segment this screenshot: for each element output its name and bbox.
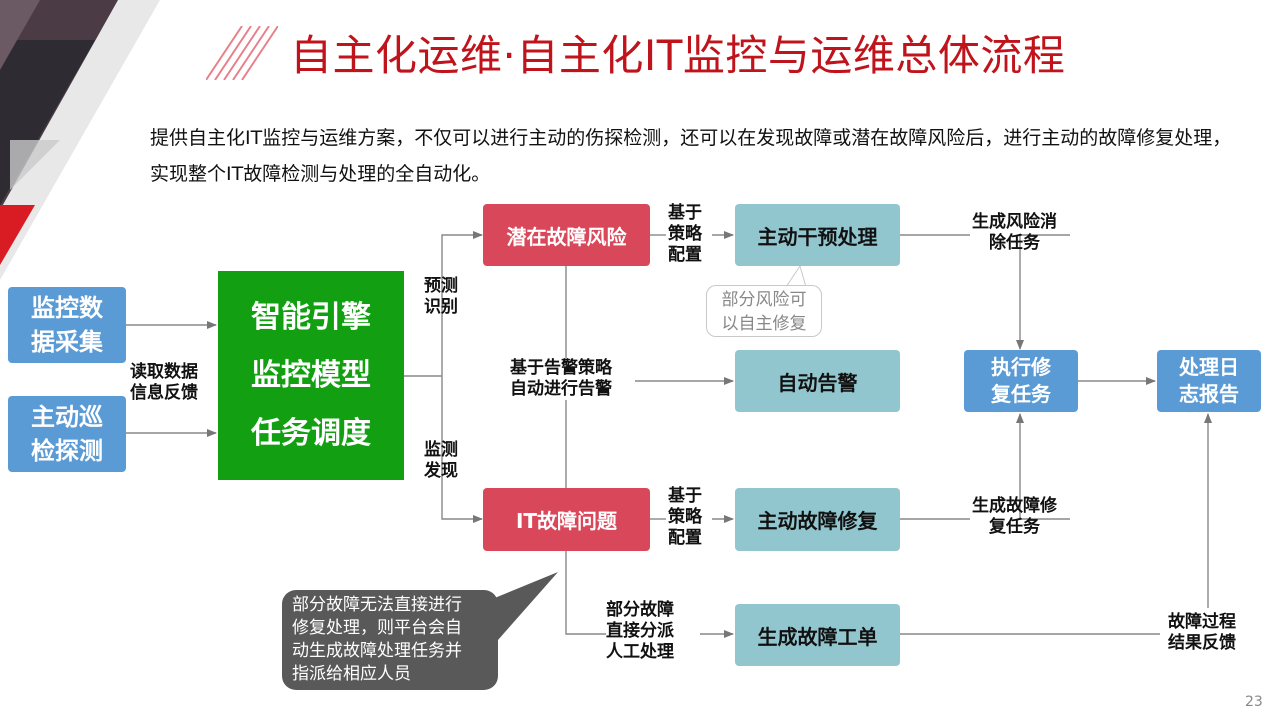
fault-policy-line1: 基于 [668,486,702,506]
fault-task-label: 生成故障修 复任务 [972,496,1057,538]
log-report-box: 处理日 志报告 [1157,350,1261,412]
engine-line2: 监控模型 [251,357,371,393]
log-report-line1: 处理日 [1179,355,1239,379]
fault-task-line1: 生成故障修 [972,496,1057,516]
smart-engine-box: 智能引擎 监控模型 任务调度 [218,271,404,480]
active-intervention-box: 主动干预处理 [735,204,900,266]
fault-task-line2: 复任务 [989,517,1040,537]
it-fault-problem-box: IT故障问题 [483,488,650,551]
alarm-policy-label: 基于告警策略 自动进行告警 [510,358,612,400]
fault-callout-line2: 修复处理，则平台会自 [292,618,462,638]
monitor-label-line2: 发现 [424,461,458,481]
alarm-policy-line1: 基于告警策略 [510,358,612,378]
feedback-label-line2: 信息反馈 [130,383,198,403]
predict-identify-label: 预测 识别 [424,276,458,318]
fault-callout-line1: 部分故障无法直接进行 [292,595,462,615]
monitor-discover-label: 监测 发现 [424,440,458,482]
manual-dispatch-label: 部分故障 直接分派 人工处理 [606,600,674,663]
page-title: 自主化运维·自主化IT监控与运维总体流程 [290,31,1066,80]
manual-label-line2: 直接分派 [606,621,674,641]
log-report-line2: 志报告 [1179,382,1239,406]
fault-policy-line2: 策略 [668,507,702,527]
fault-callout-line3: 动生成故障处理任务并 [292,641,462,661]
page-number: 23 [1245,694,1263,710]
engine-line3: 任务调度 [251,415,371,451]
monitor-data-collect-box: 监控数 据采集 [8,287,126,363]
predict-label-line1: 预测 [424,276,458,296]
corner-decoration [0,0,160,280]
predict-label-line2: 识别 [424,297,458,317]
risk-policy-config-label: 基于 策略 配置 [668,203,702,266]
risk-task-label: 生成风险消 除任务 [972,212,1057,254]
active-patrol-line1: 主动巡 [31,403,103,431]
fault-policy-line3: 配置 [668,528,702,548]
active-fault-repair-box: 主动故障修复 [735,488,900,551]
result-feedback-line2: 结果反馈 [1168,633,1236,653]
fault-policy-config-label: 基于 策略 配置 [668,486,702,549]
feedback-label-line1: 读取数据 [130,362,198,382]
risk-task-line2: 除任务 [989,233,1040,253]
risk-callout-line2: 以自主修复 [721,314,807,334]
active-patrol-line2: 检探测 [31,437,103,465]
fault-dispatch-callout: 部分故障无法直接进行 修复处理，则平台会自 动生成故障处理任务并 指派给相应人员 [282,590,498,690]
fault-ticket-box: 生成故障工单 [735,604,900,666]
read-data-feedback-label: 读取数据 信息反馈 [130,362,198,404]
manual-label-line1: 部分故障 [606,600,674,620]
engine-line1: 智能引擎 [251,299,371,335]
execute-line2: 复任务 [991,382,1051,406]
intro-text: 提供自主化IT监控与运维方案，不仅可以进行主动的伤探检测，还可以在发现故障或潜在… [150,127,1232,185]
risk-callout-line1: 部分风险可 [721,290,807,310]
execute-repair-task-box: 执行修 复任务 [964,350,1078,412]
risk-policy-line1: 基于 [668,203,702,223]
monitor-data-collect-line2: 据采集 [31,328,103,356]
alarm-policy-line2: 自动进行告警 [510,379,612,399]
risk-task-line1: 生成风险消 [972,212,1057,232]
title-stripes-decoration [206,26,278,80]
manual-label-line3: 人工处理 [606,642,674,662]
risk-policy-line3: 配置 [668,245,702,265]
monitor-data-collect-line1: 监控数 [31,294,103,322]
fault-callout-line4: 指派给相应人员 [292,664,411,684]
potential-fault-risk-box: 潜在故障风险 [483,204,650,266]
result-feedback-line1: 故障过程 [1168,612,1236,632]
risk-policy-line2: 策略 [668,224,702,244]
result-feedback-label: 故障过程 结果反馈 [1168,612,1236,654]
risk-self-repair-callout: 部分风险可 以自主修复 [706,285,822,337]
monitor-label-line1: 监测 [424,440,458,460]
auto-alarm-box: 自动告警 [735,350,900,412]
execute-line1: 执行修 [991,355,1051,379]
active-patrol-detect-box: 主动巡 检探测 [8,396,126,472]
